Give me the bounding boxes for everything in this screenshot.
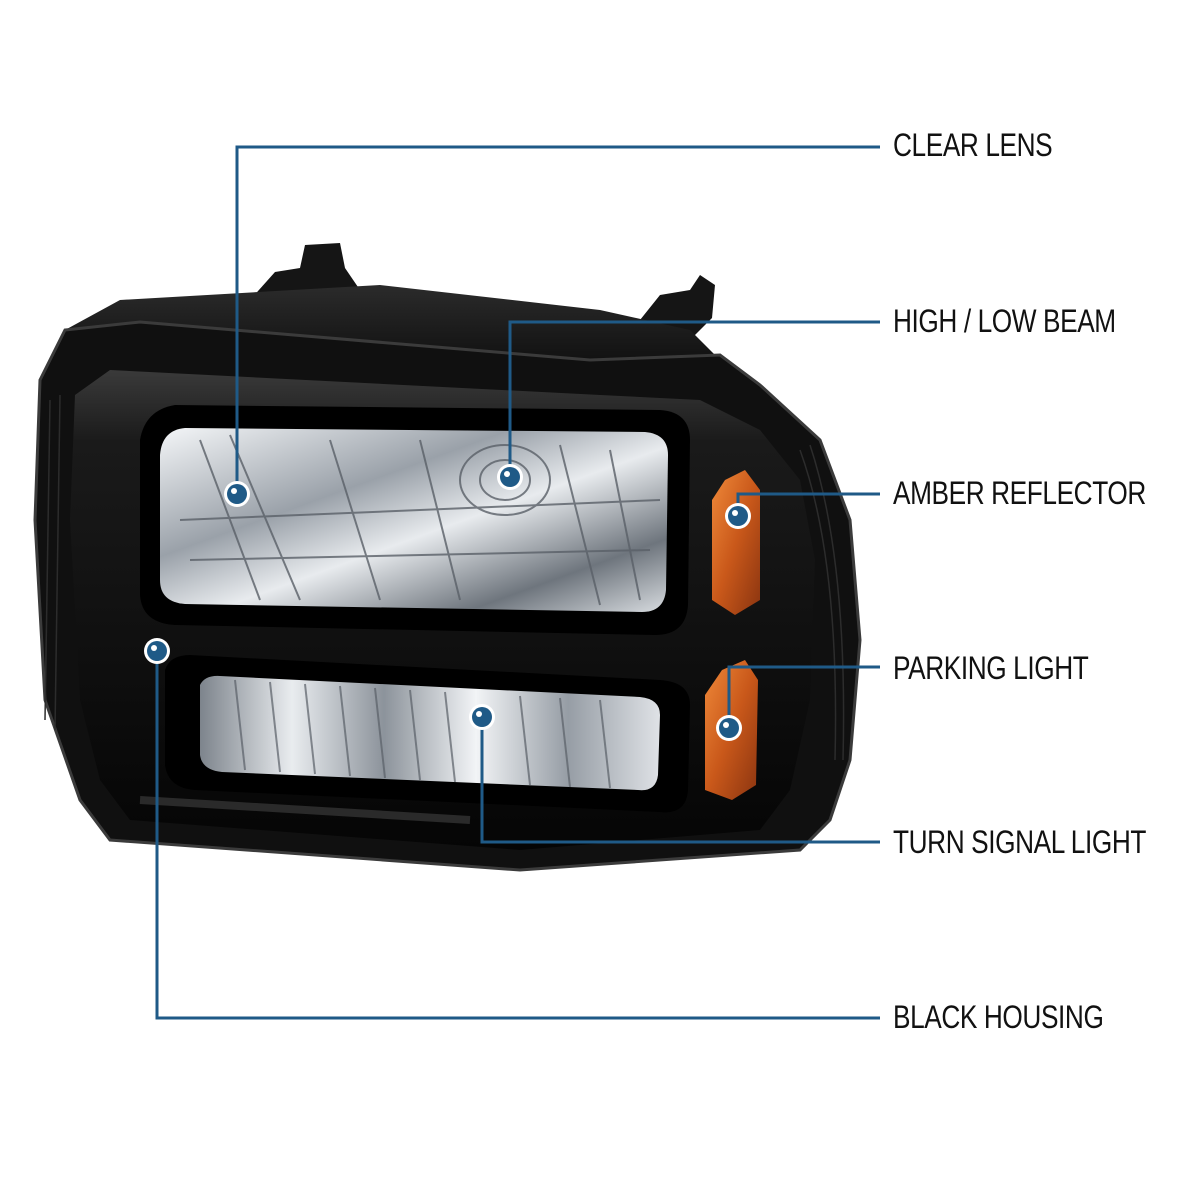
leader-line-clear-lens	[235, 145, 880, 494]
leader-line-parking-light	[727, 665, 880, 728]
dot-amber-reflector	[725, 503, 751, 529]
label-clear-lens: CLEAR LENS	[893, 127, 1053, 163]
leader-lines	[155, 145, 880, 1020]
leader-line-black-housing	[155, 651, 880, 1020]
label-turn-signal-light: TURN SIGNAL LIGHT	[893, 824, 1147, 860]
dot-turn-signal-light	[469, 704, 495, 730]
dot-black-housing	[144, 638, 170, 664]
callout-dots	[144, 464, 751, 741]
dot-clear-lens	[224, 481, 250, 507]
headlight-housing	[33, 243, 862, 872]
label-parking-light: PARKING LIGHT	[893, 650, 1089, 686]
dot-high-low-beam	[497, 464, 523, 490]
leader-line-turn-signal-light	[480, 717, 880, 844]
dot-parking-light	[716, 715, 742, 741]
label-black-housing: BLACK HOUSING	[893, 999, 1104, 1035]
label-amber-reflector: AMBER REFLECTOR	[893, 475, 1146, 511]
label-high-low-beam: HIGH / LOW BEAM	[893, 303, 1116, 339]
leader-line-high-low-beam	[508, 320, 880, 477]
